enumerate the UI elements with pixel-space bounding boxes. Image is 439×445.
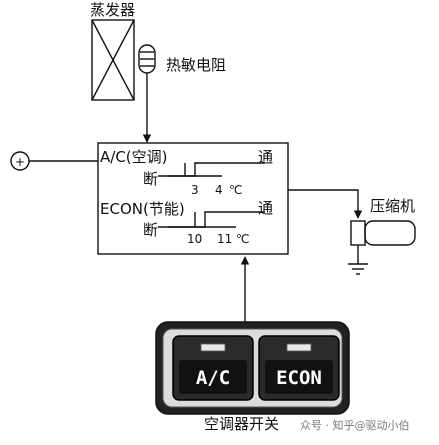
econ-high-temp: 11 (217, 232, 232, 246)
econ-unit: ℃ (236, 232, 249, 246)
ac-unit: ℃ (229, 183, 242, 197)
econ-hysteresis-symbol (158, 211, 265, 228)
econ-off-label: 断 (143, 221, 158, 239)
compressor (348, 220, 416, 275)
econ-button[interactable]: ECON (258, 335, 340, 401)
ac-button-label: A/C (196, 367, 230, 389)
ac-button[interactable]: A/C (172, 335, 254, 401)
econ-low-temp: 10 (187, 232, 202, 246)
control-unit (97, 142, 289, 255)
ac-indicator-lamp (200, 343, 226, 352)
plus-sign: + (15, 155, 25, 169)
thermistor (138, 44, 156, 143)
econ-channel-label: ECON(节能) (100, 200, 185, 218)
panel-caption: 空调器开关 (204, 415, 279, 433)
ac-off-label: 断 (143, 170, 158, 188)
econ-indicator-lamp (286, 343, 312, 352)
ac-hysteresis-symbol (158, 162, 265, 177)
compressor-label: 压缩机 (370, 197, 415, 215)
ac-on-label: 通 (258, 148, 273, 166)
econ-on-label: 通 (258, 199, 273, 217)
thermistor-label: 热敏电阻 (166, 56, 226, 74)
ac-channel-label: A/C(空调) (100, 148, 168, 166)
compressor-wire (288, 189, 363, 219)
econ-button-label: ECON (276, 367, 322, 389)
ac-low-temp: 3 (191, 183, 199, 197)
plus-terminal (10, 151, 98, 171)
watermark: 众号 · 知乎@驱动小伯 (300, 418, 410, 432)
evaporator-label: 蒸发器 (90, 1, 135, 19)
ac-high-temp: 4 (215, 183, 223, 197)
evaporator (91, 19, 135, 101)
